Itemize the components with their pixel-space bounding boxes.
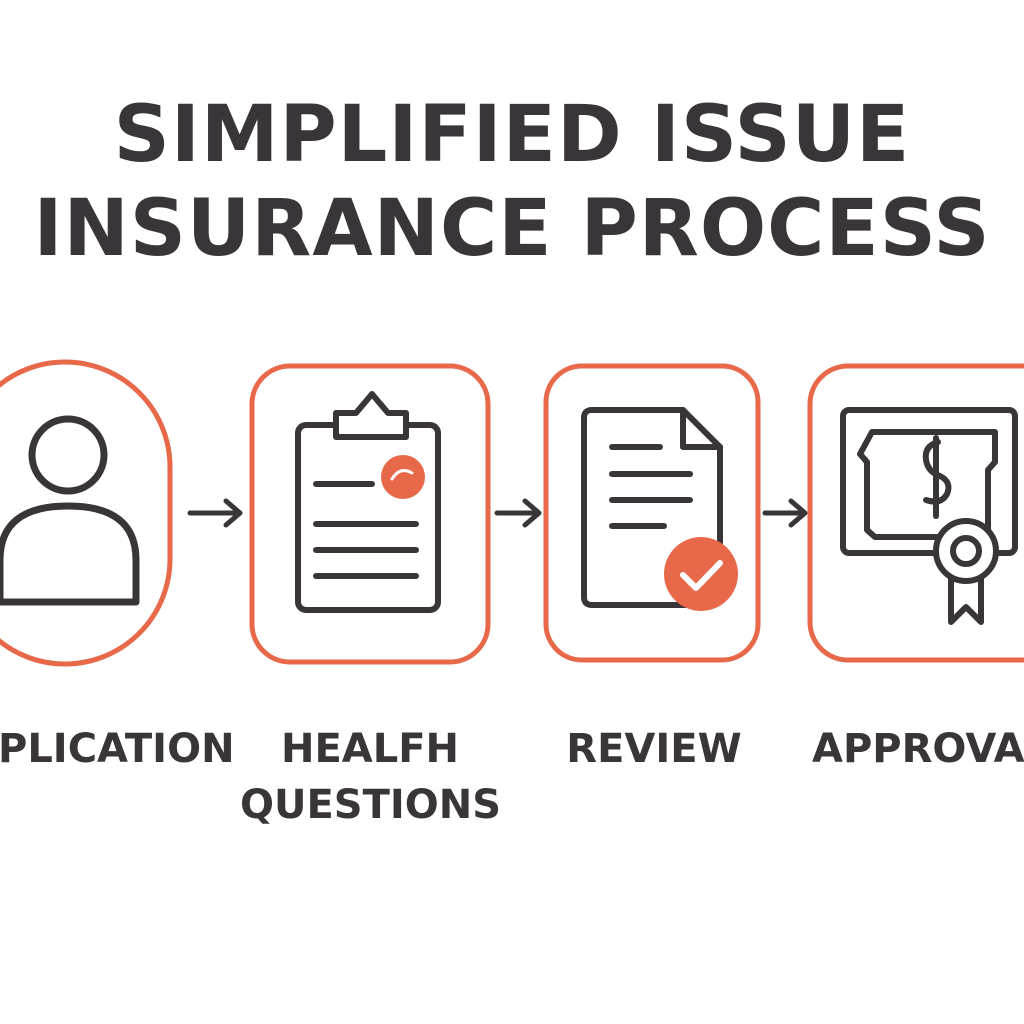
step-application bbox=[0, 359, 173, 667]
step-frame bbox=[249, 363, 491, 665]
step-review bbox=[543, 363, 761, 663]
page-title-line-2: INSURANCE PROCESS bbox=[33, 184, 991, 274]
step-label-health-line-2: QUESTIONS bbox=[240, 782, 502, 828]
step-frame bbox=[807, 363, 1024, 663]
page-title-line-1: SIMPLIFIED ISSUE bbox=[113, 90, 911, 180]
step-label-review: REVIEW bbox=[566, 726, 742, 772]
step-approval bbox=[807, 363, 1024, 663]
check-icon bbox=[664, 537, 738, 611]
step-frame bbox=[543, 363, 761, 663]
step-label-application: PLICATION bbox=[0, 726, 235, 772]
badge-icon bbox=[381, 455, 425, 499]
step-label-health-line-1: HEALFH bbox=[280, 726, 460, 772]
arrow-right-icon bbox=[762, 498, 808, 528]
arrow-right-icon bbox=[494, 498, 542, 528]
step-label-approval: APPROVAL bbox=[812, 726, 1024, 772]
arrow-right-icon bbox=[187, 498, 243, 528]
step-health-questions bbox=[249, 363, 491, 665]
person-icon bbox=[0, 415, 140, 606]
step-frame bbox=[0, 359, 173, 667]
clipboard-icon bbox=[295, 391, 441, 613]
certificate-icon bbox=[840, 407, 1018, 625]
